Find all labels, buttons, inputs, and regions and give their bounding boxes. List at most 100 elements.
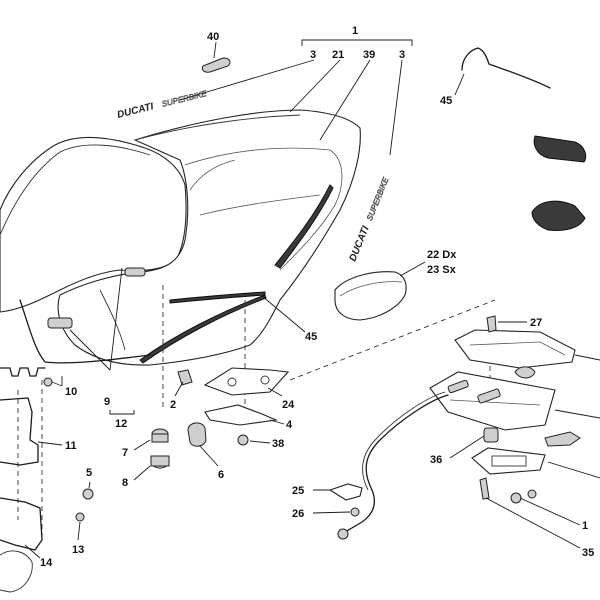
bushing-part-7-body xyxy=(151,433,169,443)
callout-1: 1 xyxy=(352,25,358,37)
leader-6 xyxy=(199,445,219,467)
screw-part-13 xyxy=(75,512,85,522)
left-hardware xyxy=(0,367,94,593)
key-part xyxy=(544,431,581,447)
lock-plate-window xyxy=(491,455,527,467)
foam-block-edge xyxy=(339,281,403,297)
callout-numbers: 1 3 21 39 3 40 45 22 Dx 23 Sx 27 45 9 12… xyxy=(40,25,594,569)
bushing-part-8-body xyxy=(150,455,170,467)
callout-12: 12 xyxy=(115,418,127,430)
lock-housing-inner xyxy=(449,399,541,406)
screw-part-35 xyxy=(479,477,490,500)
plate-hole-1 xyxy=(227,377,237,387)
leader-12 xyxy=(109,410,135,415)
lock-assembly xyxy=(328,315,581,540)
seat-front-edge xyxy=(0,144,151,236)
tail-light-lens xyxy=(469,341,566,356)
cowl-stripe-top xyxy=(134,114,301,141)
callout-11: 11 xyxy=(65,440,77,452)
leader-45a xyxy=(454,73,465,96)
callout-6: 6 xyxy=(218,469,224,481)
leader-39 xyxy=(319,59,371,141)
screw-part-10 xyxy=(43,377,53,387)
callout-5: 5 xyxy=(86,467,92,479)
leader-right-1 xyxy=(574,354,600,361)
callout-25: 25 xyxy=(292,485,304,497)
bracket-rack xyxy=(0,367,46,377)
callout-35: 35 xyxy=(582,547,594,559)
callout-13: 13 xyxy=(72,544,84,556)
decal-left-brand: DUCATI xyxy=(116,101,155,121)
bolt-part-2 xyxy=(177,369,193,386)
lock-slot-2 xyxy=(447,379,469,394)
callout-4: 4 xyxy=(286,419,293,431)
cowl-panel-line-3 xyxy=(189,159,236,191)
plate-part-24 xyxy=(203,367,290,396)
cowl-panel-line xyxy=(184,147,343,271)
release-cable-inner xyxy=(362,391,446,491)
callout-10: 10 xyxy=(65,386,77,398)
leader-5 xyxy=(88,481,91,489)
cable-end xyxy=(337,528,349,540)
bolt-part-38 xyxy=(237,434,249,446)
callout-21: 21 xyxy=(332,49,344,61)
leader-right-2 xyxy=(554,409,600,419)
leader-40 xyxy=(213,41,217,59)
callout-22: 22 Dx xyxy=(427,249,457,261)
lock-plate xyxy=(471,447,546,475)
leader-2 xyxy=(174,381,184,397)
leader-group-1 xyxy=(301,39,413,46)
callout-23: 23 Sx xyxy=(427,264,457,276)
seat-underside xyxy=(19,299,151,364)
decal-right-brand: DUCATI xyxy=(348,224,372,263)
seat-pad-left xyxy=(47,317,73,329)
bracket-part-14-lower xyxy=(0,550,33,593)
callout-27: 27 xyxy=(530,317,542,329)
leader-3b xyxy=(389,59,403,156)
bulb-part xyxy=(514,366,536,379)
callout-40: 40 xyxy=(207,31,219,43)
tail-cowl xyxy=(57,109,361,366)
leader-8 xyxy=(133,465,151,481)
washer-part-2 xyxy=(527,489,537,499)
seat-pad-right xyxy=(124,267,146,277)
leader-35 xyxy=(485,497,581,549)
screw-part-26 xyxy=(350,507,360,517)
callout-8: 8 xyxy=(122,477,128,489)
pad-dark-1 xyxy=(533,135,587,163)
decal-left: DUCATI SUPERBIKE xyxy=(116,89,208,121)
bracket-part-14 xyxy=(0,497,43,551)
cowl-lower-trim xyxy=(169,291,266,304)
lever-part-25 xyxy=(328,483,363,501)
decal-right: DUCATI SUPERBIKE xyxy=(348,175,391,263)
leader-13 xyxy=(77,521,81,541)
badge-part-40 xyxy=(201,57,231,73)
center-hardware xyxy=(150,367,290,469)
leader-36 xyxy=(449,435,485,459)
leader-22 xyxy=(399,261,426,277)
guide-line-1 xyxy=(289,299,496,381)
callout-1b: 1 xyxy=(582,520,588,532)
callout-2: 2 xyxy=(170,399,176,411)
trim-cable-45 xyxy=(461,47,551,89)
callout-38: 38 xyxy=(272,438,284,450)
callout-36: 36 xyxy=(430,454,442,466)
leader-45b xyxy=(261,295,306,333)
decal-right-model: SUPERBIKE xyxy=(365,176,391,222)
callout-45a: 45 xyxy=(440,95,452,107)
callout-26: 26 xyxy=(292,508,304,520)
bracket-part-11 xyxy=(0,397,39,466)
callout-3b: 3 xyxy=(399,49,405,61)
leader-21 xyxy=(289,59,341,113)
leader-3a xyxy=(179,59,315,101)
release-cable xyxy=(339,394,449,536)
lock-housing xyxy=(429,371,556,431)
washer-part xyxy=(510,492,522,504)
leader-14 xyxy=(24,544,41,559)
callout-45b: 45 xyxy=(305,331,317,343)
callout-7: 7 xyxy=(122,447,128,459)
leader-lines xyxy=(24,39,600,559)
callout-14: 14 xyxy=(40,557,53,569)
leader-26 xyxy=(312,511,351,514)
